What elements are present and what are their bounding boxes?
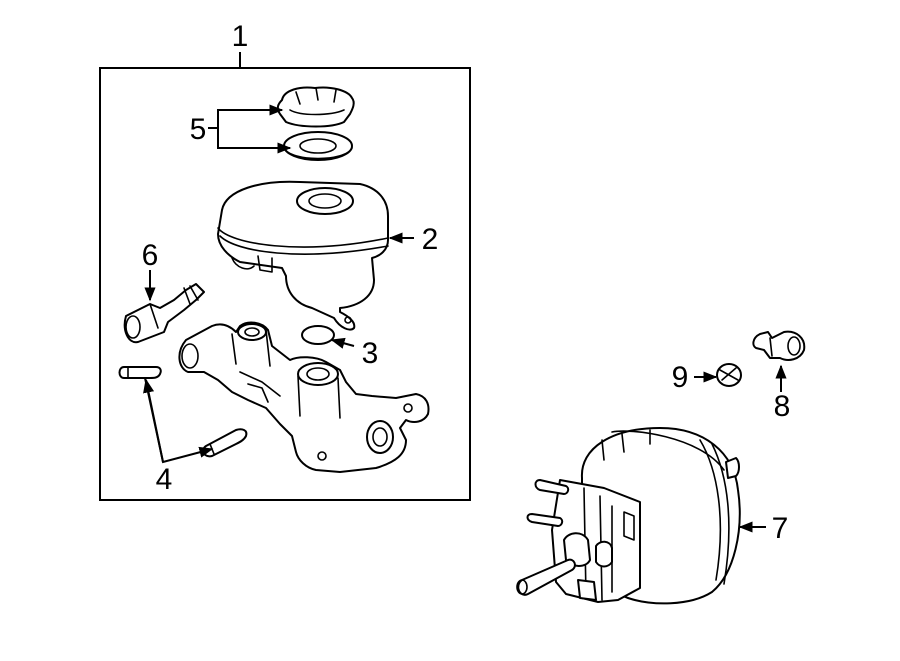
master-cylinder-body (178, 321, 430, 473)
callout-4: 4 (156, 463, 173, 496)
callout-7: 7 (772, 512, 789, 545)
callout-6: 6 (142, 239, 159, 272)
callout-8: 8 (774, 390, 791, 423)
fluid-level-sensor (123, 283, 205, 344)
callout-5-leader-lower (217, 128, 292, 154)
cap-seal (283, 131, 353, 161)
retaining-pin-upper (118, 366, 162, 379)
callout-2: 2 (422, 223, 439, 256)
callout-3-leader (330, 337, 355, 349)
assembly-frame (99, 67, 471, 501)
callout-5: 5 (190, 113, 207, 146)
callout-1: 1 (232, 20, 249, 53)
callout-3: 3 (362, 337, 379, 370)
callout-4-leader-upper (143, 378, 164, 463)
check-valve (752, 330, 806, 361)
grommet (716, 363, 742, 387)
retaining-pin-lower (202, 428, 248, 458)
o-ring (301, 325, 335, 345)
callout-5-leader (217, 104, 284, 128)
reservoir-cap (276, 86, 355, 128)
callout-9: 9 (672, 361, 689, 394)
brake-booster (516, 427, 741, 605)
reservoir (217, 180, 389, 331)
